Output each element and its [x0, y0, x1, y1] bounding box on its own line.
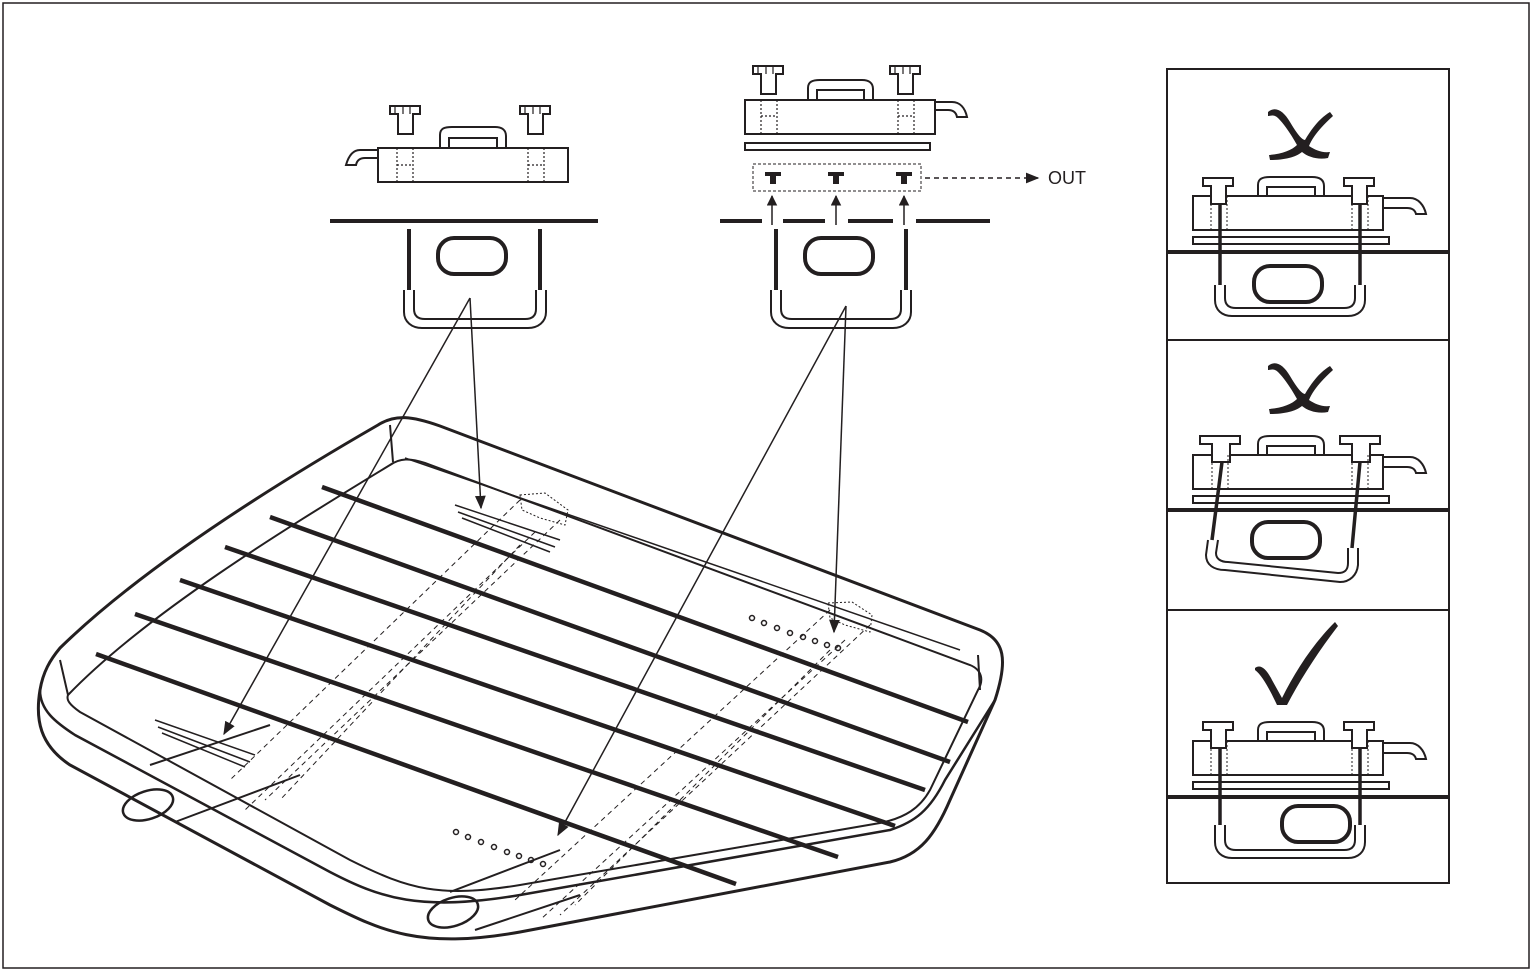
- u-bolt: [770, 229, 912, 329]
- dashed-projection-lines: [229, 499, 871, 921]
- roof-bar-front: [121, 724, 301, 823]
- roof-bar-rear: [426, 849, 581, 931]
- mount-hole-row-front: [452, 828, 547, 868]
- roof-basket: [36, 416, 1005, 941]
- out-label: OUT: [1048, 168, 1086, 188]
- panel-correct: [1167, 622, 1449, 859]
- clamp-assembly-right: OUT: [720, 65, 1086, 329]
- clamp-bracket: [744, 65, 969, 151]
- check-mark-icon: [1255, 622, 1338, 705]
- basket-outer-rim: [36, 416, 1005, 941]
- clamp-assembly-left: [330, 105, 598, 329]
- panels-frame: [1166, 68, 1450, 884]
- panel-incorrect-2: [1167, 363, 1449, 584]
- mount-slot-lines: [154, 504, 561, 768]
- clamp-bracket: [344, 105, 569, 183]
- panel-incorrect-1: [1167, 109, 1449, 317]
- cross-mark-icon: [1268, 109, 1333, 160]
- u-bolt: [403, 229, 547, 329]
- mount-hole-row-right: [748, 614, 842, 652]
- basket-slats: [95, 484, 969, 887]
- installation-check-panels: [1166, 68, 1450, 884]
- pointer-arrows: [223, 297, 847, 837]
- cross-mark-icon: [1268, 363, 1333, 414]
- removed-spacers: OUT: [752, 163, 1086, 225]
